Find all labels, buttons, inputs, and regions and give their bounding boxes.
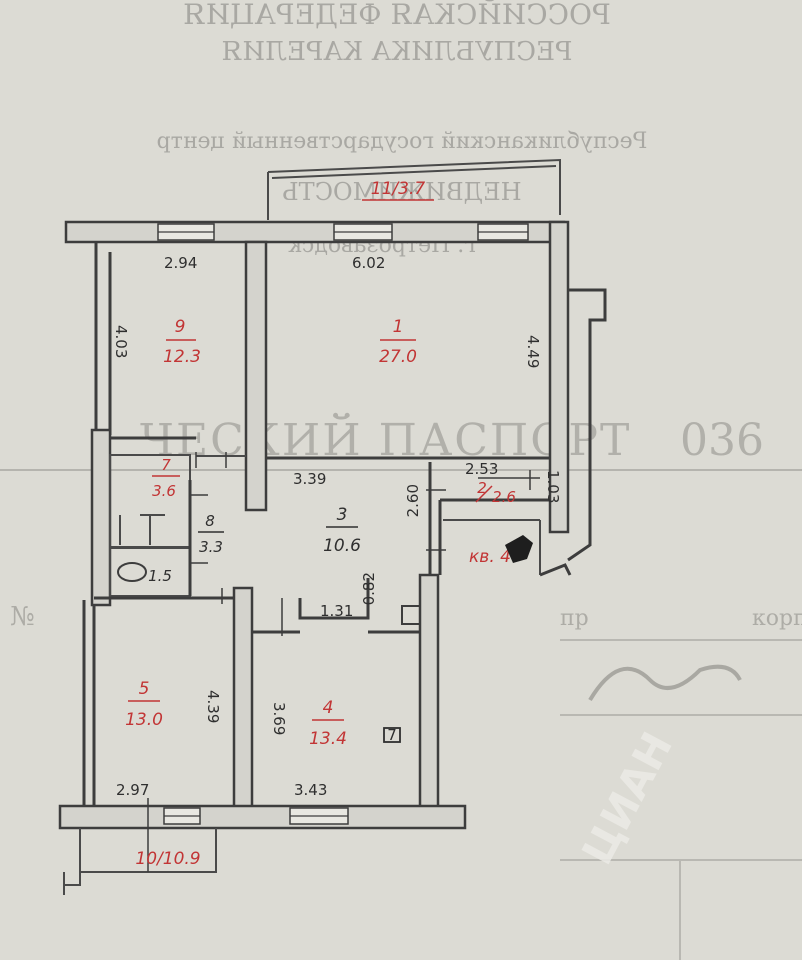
wall-4-top-jog: [298, 578, 370, 620]
dim-1-03: 1.03: [544, 470, 562, 503]
room-1-area: 27.0: [379, 347, 417, 367]
header-line1: РОССИЙСКАЯ ФЕДЕРАЦИЯ: [183, 0, 611, 31]
form-pr: пр: [560, 606, 589, 631]
room-1-label: 1 27.0: [379, 317, 417, 367]
wc-label: 1.5: [148, 567, 172, 585]
room-7-number: 7: [161, 456, 171, 474]
room-8-area: 3.3: [199, 538, 223, 556]
dim-4-03: 4.03: [112, 325, 130, 358]
dim-0-82: 0.82: [360, 572, 378, 605]
stove-mark-text: 7: [387, 726, 397, 744]
room-5-label: 5 13.0: [125, 679, 163, 730]
room-1-number: 1: [393, 317, 404, 337]
walls: [58, 158, 607, 895]
apartment-number-text: кв. 4: [469, 547, 511, 567]
apartment-label: кв. 4: [469, 535, 533, 567]
dimension-ticks: [190, 452, 540, 636]
balcony-bottom-text: 10/10.9: [135, 849, 200, 869]
room-4-label: 4 13.4: [309, 698, 347, 749]
form-no: №: [10, 602, 35, 632]
dim-4-49: 4.49: [524, 335, 542, 368]
stove-mark: 7: [383, 726, 401, 744]
dim-2-97: 2.97: [116, 781, 149, 799]
wc-area: 1.5: [148, 567, 172, 585]
form-korp: корп: [752, 606, 802, 631]
room-4-number: 4: [323, 698, 334, 718]
wall-right-jog: [567, 288, 607, 562]
room-7-label: 7 3.6: [152, 456, 180, 500]
dim-3-39: 3.39: [293, 470, 326, 488]
wall-left-middle: [90, 428, 112, 607]
room-2-label: 2 2.6: [475, 479, 516, 506]
room-3-label: 3 10.6: [323, 505, 361, 556]
dim-2-60: 2.60: [404, 484, 422, 517]
room-3-number: 3: [337, 505, 348, 525]
dim-2-53: 2.53: [465, 460, 498, 478]
closet-fixtures: [119, 514, 165, 545]
room-5-area: 13.0: [125, 710, 163, 730]
room-5-number: 5: [139, 679, 150, 699]
bleed-through-header: РОССИЙСКАЯ ФЕДЕРАЦИЯ РЕСПУБЛИКА КАРЕЛИЯ …: [157, 0, 648, 258]
balcony-top-label: 11/3.7: [362, 179, 434, 201]
wall-right: [548, 220, 570, 534]
wall-9-1: [244, 240, 268, 512]
room-2-area: 2.6: [492, 488, 516, 506]
balcony-top-text: 11/3.7: [371, 179, 426, 199]
room-2-number: 2: [477, 479, 487, 497]
stove-icon: [383, 727, 401, 743]
ghost-signature: [588, 664, 742, 702]
ink-blot-icon: [505, 535, 533, 563]
dim-4-39: 4.39: [204, 690, 222, 723]
dim-3-69: 3.69: [270, 702, 288, 735]
header-line4: НЕДВИЖИМОСТЬ: [282, 178, 521, 206]
header-line2: РЕСПУБЛИКА КАРЕЛИЯ: [221, 37, 572, 67]
dim-3-43: 3.43: [294, 781, 327, 799]
room-9-area: 12.3: [163, 347, 201, 367]
dim-2-94: 2.94: [164, 254, 197, 272]
room-7-area: 3.6: [152, 482, 176, 500]
room-4-area: 13.4: [309, 729, 347, 749]
balcony-bottom-label: 10/10.9: [135, 849, 200, 869]
wall-4-right: [418, 573, 440, 809]
entry-door-arc: [539, 563, 572, 577]
room-labels: 9 12.3 1 27.0 7 3.6 8 3.3 1.5 3 10.6 2: [125, 179, 533, 869]
room-9-number: 9: [175, 317, 186, 337]
room-8-number: 8: [205, 512, 215, 530]
dimensions: 2.94 6.02 4.03 4.49 3.39 2.53 1.03 2.60 …: [112, 254, 562, 799]
balcony-bottom-outline: [63, 828, 217, 895]
wall-bottom: [58, 804, 467, 830]
wall-5-4: [232, 586, 254, 810]
balcony-top-outline: [267, 158, 561, 220]
dim-6-02: 6.02: [352, 254, 385, 272]
room-8-label: 8 3.3: [198, 512, 224, 556]
stamp-number: 036: [680, 415, 764, 466]
dim-1-31: 1.31: [320, 602, 353, 620]
header-line3: Республиканский государственный центр: [157, 129, 648, 154]
room-9-label: 9 12.3: [163, 317, 201, 367]
room-3-area: 10.6: [323, 536, 361, 556]
toilet-icon: [117, 562, 147, 582]
bleed-through-form: № пр корп: [10, 602, 802, 960]
